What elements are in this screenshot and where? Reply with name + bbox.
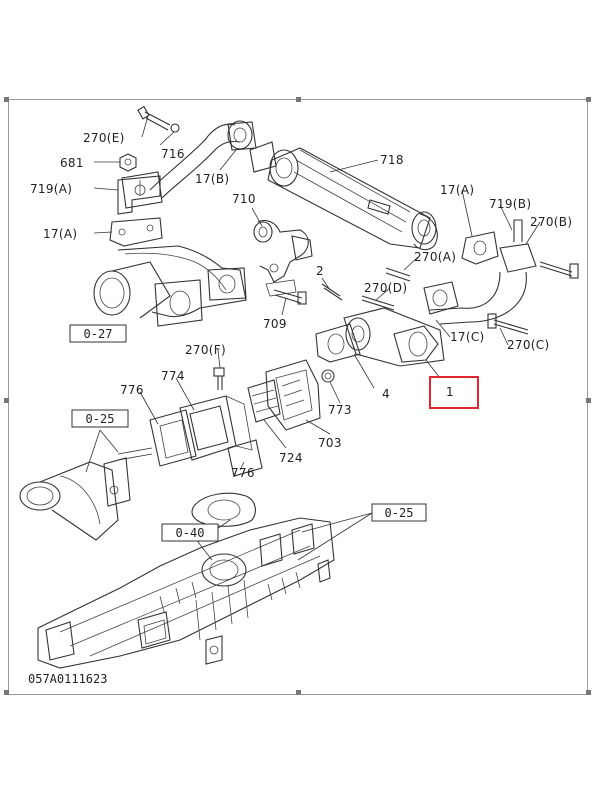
egr-cooler-718 xyxy=(249,141,438,251)
bolt-709 xyxy=(273,289,307,305)
label-776-left: 776 xyxy=(120,383,144,397)
label-703: 703 xyxy=(318,436,342,450)
label-681: 681 xyxy=(60,156,84,170)
bolt-2 xyxy=(321,283,343,301)
ref-label: 0-25 xyxy=(385,506,414,520)
label-17a-left: 17(A) xyxy=(43,227,77,241)
frame-corner-mark xyxy=(4,398,9,403)
label-774: 774 xyxy=(161,369,185,383)
nut-716 xyxy=(170,123,180,133)
gasket-17a-left xyxy=(109,217,163,247)
gasket-776-left xyxy=(149,409,197,467)
label-270c: 270(C) xyxy=(507,338,549,352)
label-17c: 17(C) xyxy=(450,330,485,344)
label-709: 709 xyxy=(263,317,287,331)
label-270a: 270(A) xyxy=(414,250,456,264)
frame-corner-mark xyxy=(4,97,9,102)
bolt-270d xyxy=(361,295,395,311)
label-17a-right: 17(A) xyxy=(440,183,474,197)
label-710: 710 xyxy=(232,192,256,206)
part-labels: 270(E) 716 681 719(A) 17(A) 17(B) 718 71… xyxy=(30,131,572,480)
gasket-4 xyxy=(315,323,361,363)
label-2: 2 xyxy=(316,264,324,278)
bolt-270f xyxy=(213,367,225,390)
spacer-774 xyxy=(179,395,253,461)
ref-label: 0-25 xyxy=(86,412,115,426)
gasket-776-right xyxy=(227,439,263,477)
leader-lines xyxy=(85,115,541,561)
label-719b: 719(B) xyxy=(489,197,531,211)
ref-label: 0-27 xyxy=(84,327,113,341)
bolt-270b xyxy=(539,261,579,279)
water-pipe-710 xyxy=(253,219,313,297)
ref-box-0-27: 0-27 xyxy=(69,324,127,343)
frame-corner-mark xyxy=(586,690,591,695)
drawing-code: 057A0111623 xyxy=(28,672,107,686)
highlight-part-1: 1 xyxy=(429,376,479,409)
egr-pipe-upper-left xyxy=(121,120,257,209)
part-724 xyxy=(247,379,281,423)
ref-box-0-25-left: 0-25 xyxy=(71,409,129,428)
label-718: 718 xyxy=(380,153,404,167)
bolt-0-25 xyxy=(117,447,153,461)
ref-box-0-40: 0-40 xyxy=(161,523,219,542)
label-270d: 270(D) xyxy=(364,281,407,295)
intake-inlet-0-25 xyxy=(19,457,131,541)
throttle-703 xyxy=(265,359,321,431)
label-270b: 270(B) xyxy=(530,215,572,229)
washer-773 xyxy=(321,369,335,383)
bolt-270e xyxy=(137,105,171,131)
bolt-270a xyxy=(385,267,411,282)
label-719a: 719(A) xyxy=(30,182,72,196)
intake-manifold xyxy=(37,517,335,669)
label-773: 773 xyxy=(328,403,352,417)
label-4: 4 xyxy=(382,387,390,401)
egr-pipe-719b xyxy=(423,219,537,325)
label-716: 716 xyxy=(161,147,185,161)
intake-pipe-0-27 xyxy=(93,245,247,327)
gasket-0-40 xyxy=(191,492,256,527)
bolt-270c xyxy=(487,313,529,335)
frame-corner-mark xyxy=(296,97,301,102)
label-776-right: 776 xyxy=(231,466,255,480)
ref-box-0-25-right: 0-25 xyxy=(371,503,427,522)
bracket-719a xyxy=(117,175,161,215)
label-724: 724 xyxy=(279,451,303,465)
label-270e: 270(E) xyxy=(83,131,125,145)
label-17b: 17(B) xyxy=(195,172,229,186)
frame-corner-mark xyxy=(586,398,591,403)
frame-corner-mark xyxy=(586,97,591,102)
gasket-17a-right xyxy=(461,231,499,265)
nut-681 xyxy=(119,153,137,172)
frame-corner-mark xyxy=(4,690,9,695)
label-270f: 270(F) xyxy=(185,343,226,357)
part-number-1: 1 xyxy=(446,385,454,399)
ref-label: 0-40 xyxy=(176,526,205,540)
egr-valve-1 xyxy=(343,307,445,367)
frame-corner-mark xyxy=(296,690,301,695)
